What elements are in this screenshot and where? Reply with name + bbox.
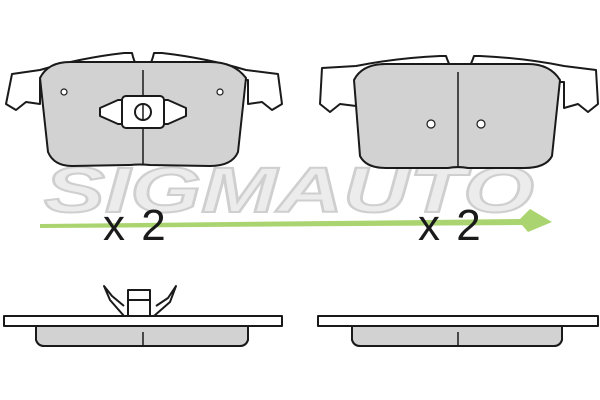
left-pin-hole [216,88,224,96]
left-pad-side-view [3,285,283,347]
left-quantity-label: x 2 [103,201,168,250]
watermark-swoosh [40,209,552,232]
left-spring-clip [99,95,187,129]
left-pin-hole [60,88,68,96]
right-pad-side-view [317,315,599,347]
right-pad-front-view [319,55,599,169]
right-side-friction [351,325,563,347]
right-friction-block [353,63,561,169]
right-pin-hole [426,119,436,129]
right-side-backing-plate [317,315,599,327]
left-side-friction [35,325,249,347]
left-pad-front-view [5,52,283,167]
right-pin-hole [476,119,486,129]
left-side-backing-plate [3,315,283,327]
right-quantity-label: x 2 [418,201,483,250]
left-side-clip [103,285,177,317]
